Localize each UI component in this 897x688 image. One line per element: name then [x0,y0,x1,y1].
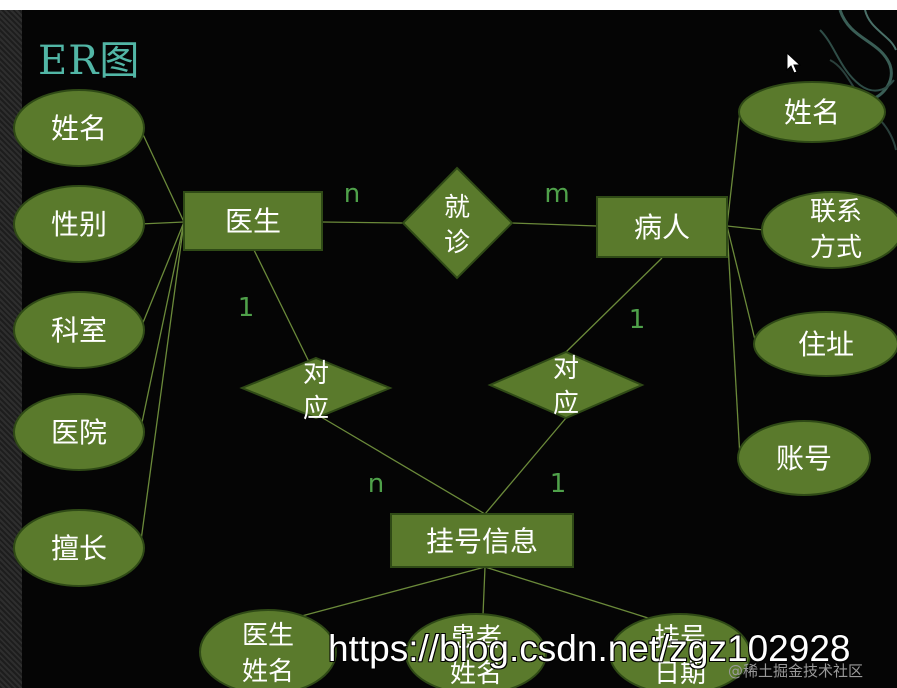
attribute-doctor-gender: 性别 [14,186,144,262]
attribute-doctor-specialty-label: 擅长 [51,532,107,565]
link-patient-corr [566,258,662,352]
relationship-corr-left-line1: 对 [303,359,329,389]
attribute-patient-account: 账号 [738,421,870,495]
link-doctor-gender [140,222,184,224]
attribute-doctor-gender-label: 性别 [51,208,107,241]
attribute-doctor-specialty: 擅长 [14,510,144,586]
attribute-doctor-dept-label: 科室 [51,314,107,347]
cardinality-doctor-treat: n [344,179,360,209]
link-reg-patientname [483,567,485,615]
attribute-patient-account-label: 账号 [776,442,832,475]
attribute-patient-contact-line1: 联系 [810,197,862,227]
attribute-reg-doctor-name-line1: 医生 [242,621,294,651]
watermark-url: https://blog.csdn.net/zgz102928 [328,628,850,670]
link-doctor-name [140,128,184,222]
attribute-patient-address: 住址 [754,312,897,376]
link-doctor-corr [254,250,312,368]
link-corr-reg [316,414,485,514]
link-patient-name [727,112,740,226]
mouse-cursor-icon [786,52,802,76]
cardinality-corr-reg-right: 1 [550,469,567,499]
entity-registration-label: 挂号信息 [426,525,538,558]
attribute-patient-contact: 联系 方式 [762,192,897,268]
attribute-patient-contact-line2: 方式 [810,233,862,263]
link-patient-contact [727,226,764,230]
cardinality-corr-reg-left: n [368,469,384,499]
relationship-corr-left: 对 应 [242,358,390,424]
relationship-corr-left-line2: 应 [303,394,329,424]
link-patient-account [727,226,740,458]
relationship-treat-line2: 诊 [444,228,470,258]
attribute-doctor-dept: 科室 [14,292,144,368]
link-doctor-specialty [140,222,184,548]
attribute-patient-address-label: 住址 [798,328,854,361]
link-doctor-hospital [140,222,184,432]
link-doctor-treat [322,222,403,223]
attribute-reg-doctor-name: 医生 姓名 [200,610,336,688]
attribute-reg-doctor-name-line2: 姓名 [242,657,294,687]
cardinality-doctor-corr: 1 [238,293,255,323]
attribute-patient-name-label: 姓名 [784,96,840,129]
attribute-doctor-name: 姓名 [14,90,144,166]
link-corr2-reg [485,418,566,514]
attribute-patient-name: 姓名 [739,82,885,142]
cardinality-treat-patient: m [544,179,569,209]
entity-patient: 病人 [597,197,727,257]
entity-doctor-label: 医生 [225,205,281,238]
link-treat-patient [512,223,597,226]
attribute-doctor-hospital: 医院 [14,394,144,470]
entity-registration: 挂号信息 [391,514,573,567]
relationship-corr-right: 对 应 [490,352,642,419]
relationship-corr-right-line2: 应 [553,389,579,419]
relationship-treat-line1: 就 [444,193,470,223]
link-patient-address [727,226,756,344]
relationship-treat: 就 诊 [403,168,512,278]
relationship-corr-right-line1: 对 [553,354,579,384]
attribute-doctor-hospital-label: 医院 [51,416,107,449]
entity-doctor: 医生 [184,192,322,250]
attribute-doctor-name-label: 姓名 [51,112,107,145]
entity-patient-label: 病人 [634,211,690,244]
cardinality-patient-corr: 1 [629,305,646,335]
link-doctor-dept [140,222,184,330]
